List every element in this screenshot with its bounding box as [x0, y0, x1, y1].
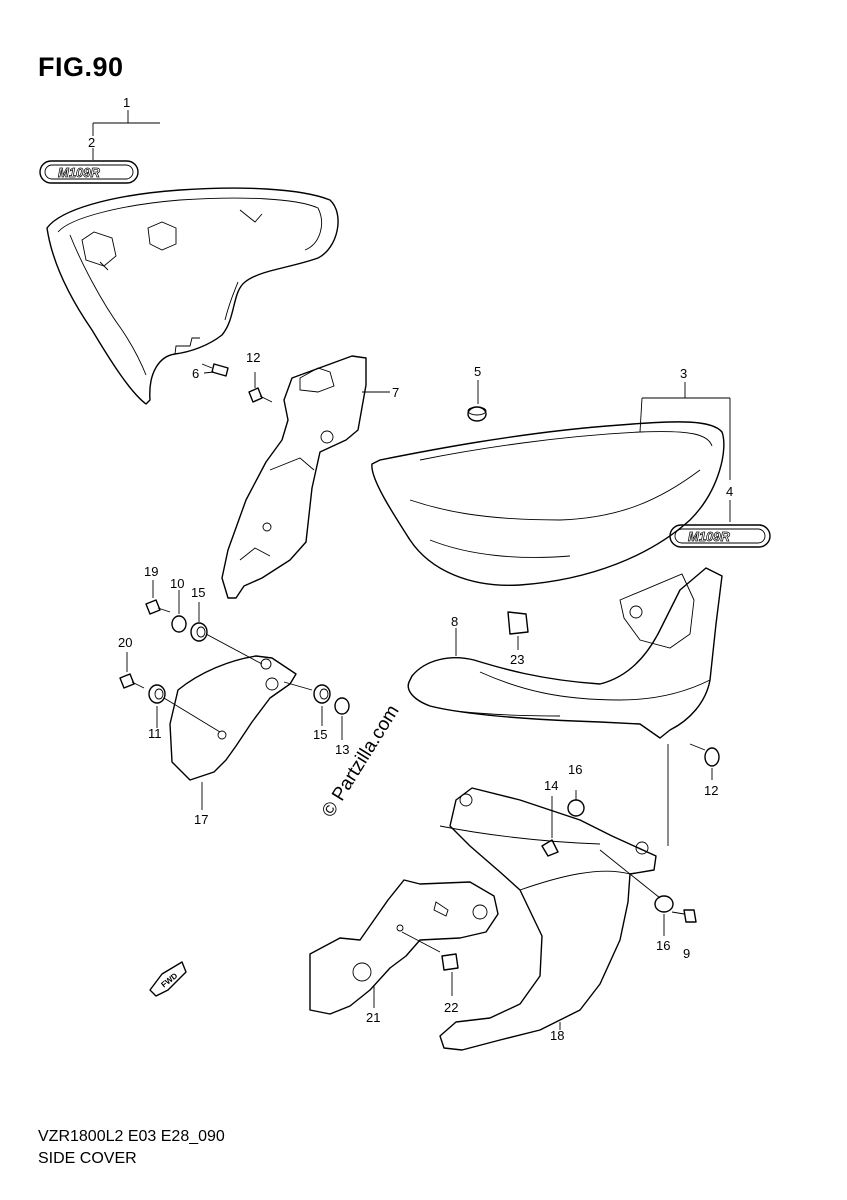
callout-22: 22: [444, 1000, 458, 1015]
fwd-arrow-icon: FWD: [149, 961, 187, 997]
bolt-22: [401, 931, 459, 996]
callout-23: 23: [510, 652, 524, 667]
bolt-9: [671, 909, 697, 923]
callout-13: 13: [335, 742, 349, 757]
callout-labels: 1 2 3 4 5 6 7 8 9 10 11 12 12 13 14 15 1…: [88, 95, 733, 1043]
plate-21: [309, 879, 499, 1015]
callout-12-right: 12: [704, 783, 718, 798]
emblem-lower-text: M109R: [688, 529, 731, 544]
bolt-12-right: [667, 743, 720, 846]
grommet-5: [467, 380, 487, 422]
model-code: VZR1800L2 E03 E28_090: [38, 1128, 225, 1145]
callout-12-upper: 12: [246, 350, 260, 365]
emblem-upper: M109R: [39, 160, 139, 184]
bolt-12-upper: [248, 372, 273, 403]
callout-4: 4: [726, 484, 733, 499]
bolt-19: [145, 580, 171, 615]
callout-17: 17: [194, 812, 208, 827]
callout-1: 1: [123, 95, 130, 110]
grommet-11: [148, 684, 221, 733]
callout-15-right: 15: [313, 727, 327, 742]
callout-20: 20: [118, 635, 132, 650]
callout-9: 9: [683, 946, 690, 961]
figure-title: FIG.90: [38, 52, 124, 82]
grommet-15-left: [190, 602, 263, 665]
callout-6: 6: [192, 366, 199, 381]
side-cover-3: [371, 382, 731, 587]
frame-cover-upper: [46, 187, 339, 405]
bolt-14: [541, 796, 559, 857]
side-cover-lower-8: [407, 567, 723, 739]
callout-21: 21: [366, 1010, 380, 1025]
grommet-16-upper: [567, 790, 585, 817]
emblem-lower: M109R: [669, 500, 771, 548]
pad-23: [507, 611, 529, 650]
callout-15-left: 15: [191, 585, 205, 600]
section-name: SIDE COVER: [38, 1150, 137, 1167]
callout-8: 8: [451, 614, 458, 629]
washer-10: [171, 590, 187, 633]
bracket-18: [439, 787, 657, 1051]
callout-14: 14: [544, 778, 558, 793]
cover-17: [169, 655, 297, 810]
callout-18: 18: [550, 1028, 564, 1043]
grommet-15-right: [283, 681, 331, 726]
callout-7: 7: [392, 385, 399, 400]
screw-6: [201, 363, 229, 377]
grommet-16-lower: [599, 849, 674, 936]
bracket-7: [221, 355, 390, 599]
callout-2: 2: [88, 135, 95, 150]
callout-3: 3: [680, 366, 687, 381]
callout-16-upper: 16: [568, 762, 582, 777]
callout-bracket-1-2: [92, 110, 160, 160]
emblem-upper-text: M109R: [58, 165, 101, 180]
callout-19: 19: [144, 564, 158, 579]
callout-11: 11: [148, 726, 162, 741]
callout-10: 10: [170, 576, 184, 591]
washer-13: [334, 697, 350, 740]
callout-16-lower: 16: [656, 938, 670, 953]
callout-5: 5: [474, 364, 481, 379]
bolt-20: [119, 652, 145, 689]
